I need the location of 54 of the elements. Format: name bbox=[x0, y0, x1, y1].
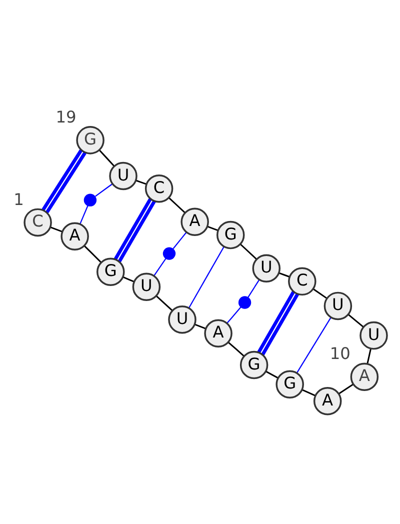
node-circle: U bbox=[168, 306, 196, 334]
node-label: 10 bbox=[330, 344, 350, 364]
connector bbox=[207, 226, 218, 232]
connector bbox=[95, 184, 113, 197]
node-circle: U bbox=[132, 272, 161, 301]
node-circle bbox=[238, 296, 252, 309]
connector bbox=[348, 314, 364, 328]
node-circle: G bbox=[240, 350, 268, 380]
connector bbox=[156, 296, 173, 312]
node-circle: U bbox=[109, 162, 138, 190]
connector bbox=[154, 258, 166, 276]
connector bbox=[312, 288, 328, 299]
connector bbox=[248, 279, 260, 298]
connector bbox=[302, 389, 316, 396]
connector bbox=[228, 342, 244, 356]
connector bbox=[122, 276, 134, 282]
connector bbox=[366, 348, 372, 364]
connector bbox=[114, 198, 156, 262]
connector bbox=[136, 180, 147, 185]
node-circle: A bbox=[313, 386, 342, 416]
node-circle: A bbox=[60, 222, 89, 250]
connector bbox=[50, 226, 63, 232]
connector bbox=[188, 246, 224, 308]
node-circle: C bbox=[144, 174, 174, 203]
connector bbox=[338, 384, 354, 394]
node-circle bbox=[162, 247, 176, 260]
connector bbox=[98, 150, 115, 167]
connector bbox=[80, 205, 88, 224]
node-circle: C bbox=[24, 208, 52, 237]
connector bbox=[257, 290, 300, 356]
connector bbox=[265, 370, 278, 379]
node-circle: C bbox=[288, 267, 316, 296]
node-label: 19 bbox=[56, 108, 76, 127]
node-circle: G bbox=[276, 370, 304, 398]
connector bbox=[278, 272, 290, 278]
node-circle: G bbox=[216, 220, 245, 250]
node-circle: G bbox=[76, 126, 104, 154]
node-label: 1 bbox=[14, 190, 24, 209]
node-circle: U bbox=[360, 321, 388, 350]
node-circle: U bbox=[252, 254, 281, 283]
connector bbox=[172, 232, 187, 249]
node-circle: A bbox=[204, 319, 232, 348]
connector bbox=[42, 149, 86, 214]
connector bbox=[194, 324, 206, 330]
connector bbox=[226, 306, 242, 324]
node-circle: A bbox=[350, 362, 379, 392]
connector bbox=[168, 197, 186, 214]
connector bbox=[84, 246, 102, 263]
node-circle: A bbox=[180, 208, 209, 236]
connector bbox=[240, 244, 258, 260]
node-circle: U bbox=[324, 292, 352, 320]
connector bbox=[296, 317, 332, 374]
node-circle bbox=[84, 194, 97, 206]
node-circle: G bbox=[96, 258, 125, 286]
